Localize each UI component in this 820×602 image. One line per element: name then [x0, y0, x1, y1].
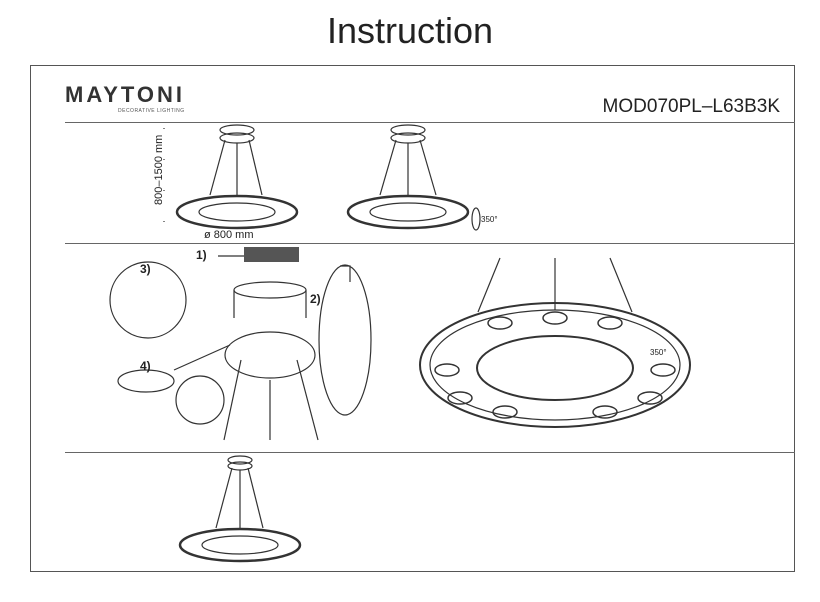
step-1-label: 1): [196, 248, 207, 262]
brand-logo: MAYTONI: [65, 82, 186, 107]
ceiling-plate: [244, 247, 299, 262]
rotation-label: 350°: [481, 215, 498, 224]
detail-rotation-label: 350°: [650, 348, 667, 357]
page-title: Instruction: [326, 10, 494, 51]
lamp-detail-drawing: [419, 257, 691, 428]
height-label: 800–1500 mm: [153, 135, 165, 205]
divider: [65, 243, 795, 244]
model-number: MOD070PL–L63B3K: [602, 96, 780, 117]
document-frame: [30, 65, 795, 572]
installation-drawing: [109, 247, 372, 441]
detail-circle-wiring: [109, 261, 187, 339]
step-2-label: 2): [310, 292, 321, 306]
divider: [65, 122, 795, 123]
step-4-label: 4): [140, 359, 151, 373]
rotation-arrow-icon: [471, 207, 481, 231]
divider: [65, 452, 795, 453]
lamp-dimension-drawing: [163, 124, 299, 230]
lamp-rotation-drawing: [346, 124, 481, 231]
detail-circle-4: [117, 369, 175, 393]
brand-tagline: DECORATIVE LIGHTING: [118, 108, 185, 114]
detail-oval-2: [318, 264, 372, 416]
step-3-label: 3): [140, 262, 151, 276]
detail-circle-screw: [175, 375, 225, 425]
lamp-final-drawing: [178, 455, 302, 563]
diameter-label: ø 800 mm: [204, 229, 254, 241]
